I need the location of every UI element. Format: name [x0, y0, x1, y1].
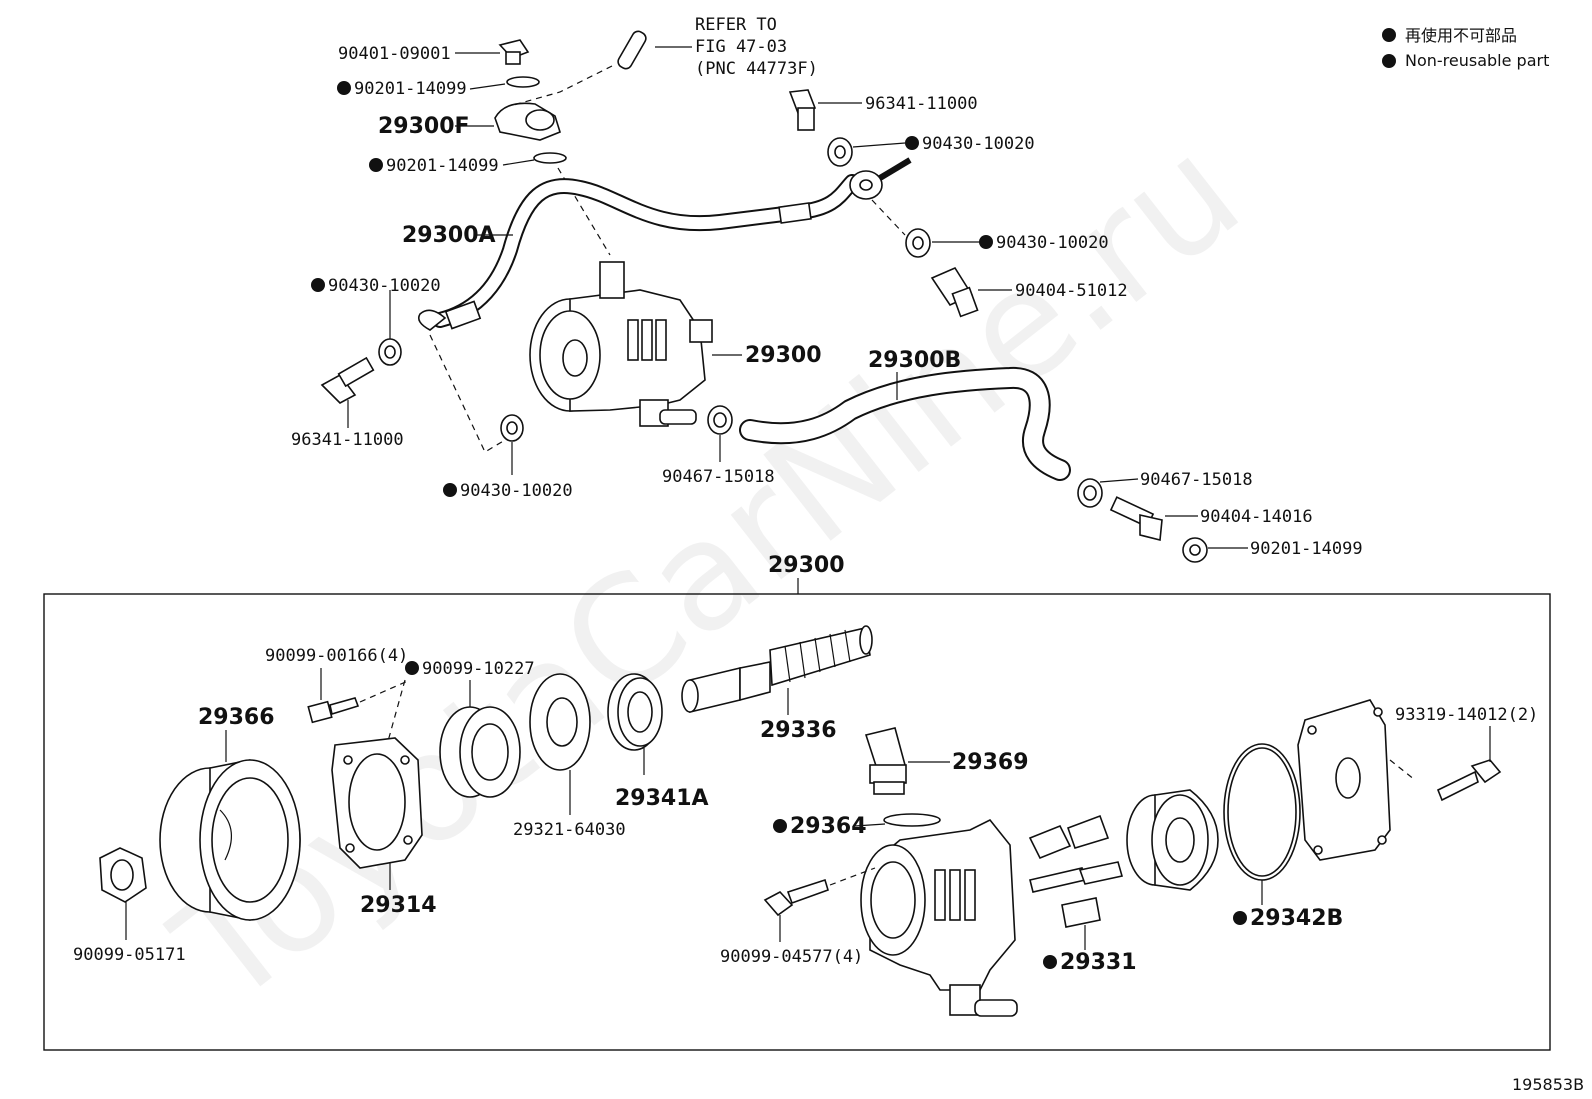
part-90099-04577: 90099-04577(4)	[720, 878, 863, 967]
part-29341A-seal: 29341A	[607, 673, 709, 811]
label-90430-10020-c: 90430-10020	[996, 233, 1109, 253]
part-96341-11000-b: 96341-11000	[291, 356, 404, 450]
part-90430-10020-a: 90430-10020	[311, 276, 441, 366]
legend-japanese: 再使用不可部品	[1405, 26, 1517, 45]
label-29342B: 29342B	[1250, 906, 1343, 931]
part-29300-pump: 29300	[529, 261, 822, 427]
label-90430-10020-a: 90430-10020	[328, 276, 441, 296]
part-90099-00166: 90099-00166(4)	[265, 646, 408, 724]
cam-ring	[1126, 789, 1219, 891]
part-90430-10020-b: 90430-10020	[827, 134, 1035, 167]
part-29321-64030: 29321-64030	[513, 673, 626, 840]
end-plate	[1297, 699, 1391, 861]
part-29300F: 29300F	[378, 102, 561, 141]
part-90201-14099-c: 90201-14099	[1182, 537, 1363, 563]
part-90404-51012: 90404-51012	[930, 266, 1128, 318]
part-29300A-hose: 29300A	[402, 174, 860, 331]
exploded-view-frame	[43, 593, 1551, 1051]
non-reusable-dot-icon	[979, 235, 993, 249]
note-line-3: (PNC 44773F)	[695, 59, 818, 79]
part-29331-vanes: 29331	[1028, 814, 1137, 975]
legend: 再使用不可部品 Non-reusable part	[1382, 26, 1549, 70]
part-29364-oring: 29364	[773, 813, 941, 839]
non-reusable-dot-icon	[905, 136, 919, 150]
part-96341-11000-a: 96341-11000	[788, 89, 978, 131]
label-90099-10227: 90099-10227	[422, 659, 535, 679]
label-90401-09001: 90401-09001	[338, 44, 451, 64]
non-reusable-dot-icon	[1382, 28, 1396, 42]
label-93319-14012: 93319-14012(2)	[1395, 705, 1538, 725]
label-29336: 29336	[760, 718, 837, 743]
part-90401-09001: 90401-09001	[338, 39, 530, 65]
note-line-1: REFER TO	[695, 15, 777, 35]
part-90201-14099-a: 90201-14099	[337, 76, 540, 99]
part-90430-10020-c: 90430-10020	[905, 228, 1109, 258]
pump-housing	[860, 818, 1018, 1017]
part-29314-plate: 29314	[331, 737, 437, 918]
box-title: 29300	[768, 553, 845, 578]
label-29364: 29364	[790, 814, 867, 839]
part-90467-15018-b: 90467-15018	[1077, 470, 1253, 508]
non-reusable-dot-icon	[369, 158, 383, 172]
part-29366-pulley: 29366	[159, 705, 301, 921]
part-90467-15018-a: 90467-15018	[662, 405, 775, 487]
note-line-2: FIG 47-03	[695, 37, 787, 57]
part-29336-shaft: 29336	[681, 625, 873, 743]
legend-english: Non-reusable part	[1405, 51, 1549, 70]
label-90467-15018-b: 90467-15018	[1140, 470, 1253, 490]
label-29321-64030: 29321-64030	[513, 820, 626, 840]
refer-note: REFER TO FIG 47-03 (PNC 44773F)	[617, 15, 818, 79]
label-96341-11000-a: 96341-11000	[865, 94, 978, 114]
non-reusable-dot-icon	[311, 278, 325, 292]
label-90099-04577: 90099-04577(4)	[720, 947, 863, 967]
figure-id: 195853B	[1512, 1075, 1584, 1094]
part-90201-14099-b: 90201-14099	[369, 152, 567, 176]
part-93319-14012: 93319-14012(2)	[1395, 705, 1538, 802]
label-90201-14099-b: 90201-14099	[386, 156, 499, 176]
label-29341A: 29341A	[615, 786, 709, 811]
non-reusable-dot-icon	[1043, 955, 1057, 969]
non-reusable-dot-icon	[1233, 911, 1247, 925]
label-29300A: 29300A	[402, 223, 496, 248]
label-90430-10020-d: 90430-10020	[460, 481, 573, 501]
non-reusable-dot-icon	[337, 81, 351, 95]
non-reusable-dot-icon	[405, 661, 419, 675]
part-29342B-oring: 29342B	[1223, 743, 1343, 931]
label-90201-14099-a: 90201-14099	[354, 79, 467, 99]
part-90099-05171: 90099-05171	[73, 847, 186, 965]
part-29300B-hose: 29300B	[739, 348, 1071, 481]
label-90404-51012: 90404-51012	[1015, 281, 1128, 301]
label-29300-pump: 29300	[745, 343, 822, 368]
part-90430-10020-d: 90430-10020	[443, 414, 573, 501]
part-90099-10227: 90099-10227	[405, 659, 535, 798]
label-90430-10020-b: 90430-10020	[922, 134, 1035, 154]
part-29369-valve: 29369	[864, 727, 1029, 795]
label-96341-11000-b: 96341-11000	[291, 430, 404, 450]
label-90099-05171: 90099-05171	[73, 945, 186, 965]
label-90404-14016: 90404-14016	[1200, 507, 1313, 527]
label-29369: 29369	[952, 750, 1029, 775]
part-90404-14016: 90404-14016	[1109, 496, 1313, 542]
label-90099-00166: 90099-00166(4)	[265, 646, 408, 666]
label-29331: 29331	[1060, 950, 1137, 975]
non-reusable-dot-icon	[773, 819, 787, 833]
banjo-fitting	[849, 157, 912, 200]
non-reusable-dot-icon	[443, 483, 457, 497]
label-29314: 29314	[360, 893, 437, 918]
label-29300F: 29300F	[378, 114, 470, 139]
label-90467-15018-a: 90467-15018	[662, 467, 775, 487]
label-29366: 29366	[198, 705, 275, 730]
non-reusable-dot-icon	[1382, 54, 1396, 68]
label-29300B: 29300B	[868, 348, 961, 373]
label-90201-14099-c: 90201-14099	[1250, 539, 1363, 559]
